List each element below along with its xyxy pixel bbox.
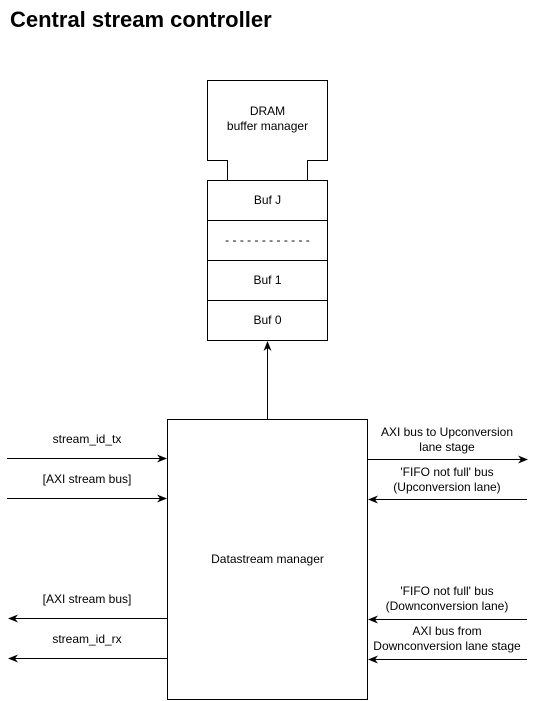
fifo-downconversion-label: 'FIFO not full' bus (Downconversion lane… (367, 584, 527, 614)
dram-label-line1: DRAM (249, 104, 286, 118)
buffer-1-box (207, 260, 328, 301)
buffer-0-box (207, 300, 328, 341)
buffer-0-label: Buf 0 (253, 313, 282, 327)
page-title: Central stream controller (10, 7, 272, 32)
fifo-upconversion-line2: (Upconversion lane) (393, 480, 501, 494)
axi-stream-in-label: [AXI stream bus] (42, 472, 132, 486)
stream-id-rx-label: stream_id_rx (52, 632, 122, 646)
buffer-j-label: Buf J (253, 193, 282, 207)
buffer-1-label: Buf 1 (253, 273, 282, 287)
fifo-downconversion-line2: (Downconversion lane) (385, 599, 509, 613)
axi-to-upconversion-label: AXI bus to Upconversion lane stage (367, 425, 527, 455)
fifo-downconversion-line1: 'FIFO not full' bus (400, 584, 494, 598)
fifo-upconversion-line1: 'FIFO not full' bus (400, 465, 494, 479)
dram-label-line2: buffer manager (226, 119, 309, 133)
fifo-upconversion-label: 'FIFO not full' bus (Upconversion lane) (367, 465, 527, 495)
axi-to-upconversion-line2: lane stage (419, 440, 475, 454)
axi-from-downconversion-line1: AXI bus from (412, 624, 482, 638)
buffer-ellipsis-box (207, 220, 328, 261)
stream-id-tx-label: stream_id_tx (52, 432, 122, 446)
axi-from-downconversion-line2: Downconversion lane stage (373, 639, 521, 653)
axi-stream-out-label: [AXI stream bus] (42, 592, 132, 606)
datastream-manager-label: Datastream manager (211, 552, 324, 566)
datastream-manager-box (167, 419, 368, 700)
buffer-ellipsis-label: - - - - - - - - - - - - (225, 233, 310, 247)
axi-to-upconversion-line1: AXI bus to Upconversion (380, 425, 514, 439)
axi-from-downconversion-label: AXI bus from Downconversion lane stage (367, 624, 527, 654)
dram-manager-label: DRAM buffer manager (207, 104, 328, 134)
buffer-j-box (207, 180, 328, 221)
